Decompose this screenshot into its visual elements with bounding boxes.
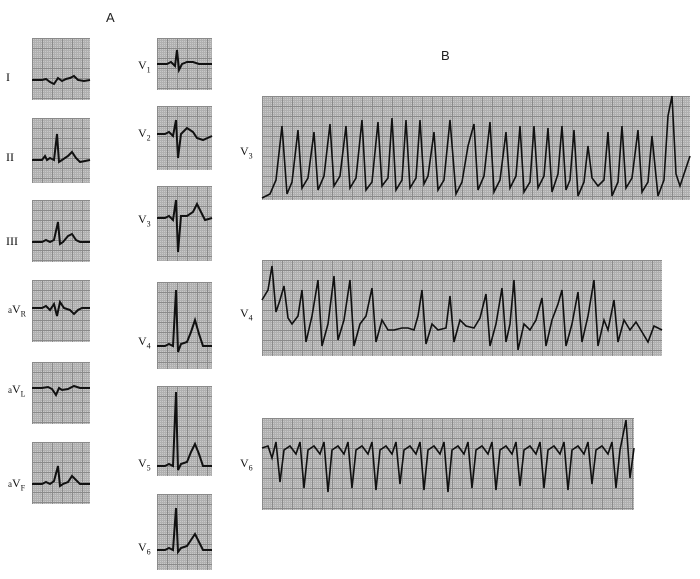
ecg-strip-v5 (157, 386, 212, 476)
lead-label-v6: V6 (138, 540, 151, 557)
lead-label-v4: V4 (138, 334, 151, 351)
panel-b-label: B (441, 48, 450, 63)
lead-label-b-v4: V4 (240, 306, 253, 323)
ecg-trace-v6 (157, 507, 212, 555)
ecg-trace-avr (32, 299, 90, 317)
lead-label-v2: V2 (138, 126, 151, 143)
ecg-strip-i (32, 38, 91, 100)
ecg-trace-avf (32, 465, 90, 488)
ecg-trace-v3 (157, 199, 213, 253)
ecg-trace-avl (32, 384, 90, 398)
lead-label-i: I (6, 70, 10, 84)
ecg-trace-ii (32, 133, 91, 164)
ecg-trace-iii (32, 221, 90, 246)
ecg-trace-i (32, 74, 91, 86)
lead-label-b-v6: V6 (240, 456, 253, 473)
ecg-strip-avr (32, 280, 90, 342)
lead-label-v5: V5 (138, 456, 151, 473)
ecg-strip-b-v6 (261, 418, 635, 510)
ecg-trace-v1 (157, 49, 212, 74)
ecg-trace-v4 (157, 289, 212, 353)
lead-label-iii: III (6, 234, 18, 248)
ecg-strip-v6 (157, 494, 212, 570)
lead-label-avf: aVF (8, 476, 26, 493)
ecg-strip-v2 (157, 106, 213, 170)
ecg-strip-ii (32, 118, 91, 183)
ecg-trace-b-v3 (261, 95, 691, 199)
ecg-strip-avf (32, 442, 90, 504)
lead-label-avr: aVR (8, 302, 27, 319)
ecg-strip-v4 (157, 282, 212, 369)
ecg-strip-avl (32, 362, 90, 424)
lead-label-ii: II (6, 150, 14, 164)
lead-label-avl: aVL (8, 382, 26, 399)
ecg-trace-b-v6 (261, 419, 635, 493)
ecg-strip-iii (32, 200, 90, 262)
ecg-trace-b-v4 (261, 265, 663, 351)
ecg-strip-v3 (157, 186, 213, 261)
lead-label-b-v3: V3 (240, 144, 253, 161)
panel-a-label: A (106, 10, 115, 25)
lead-label-v1: V1 (138, 58, 151, 75)
ecg-strip-b-v4 (261, 260, 663, 356)
ecg-trace-v2 (157, 119, 213, 159)
ecg-strip-v1 (157, 38, 212, 90)
ecg-trace-v5 (157, 391, 212, 471)
lead-label-v3: V3 (138, 212, 151, 229)
ecg-strip-b-v3 (261, 95, 691, 200)
